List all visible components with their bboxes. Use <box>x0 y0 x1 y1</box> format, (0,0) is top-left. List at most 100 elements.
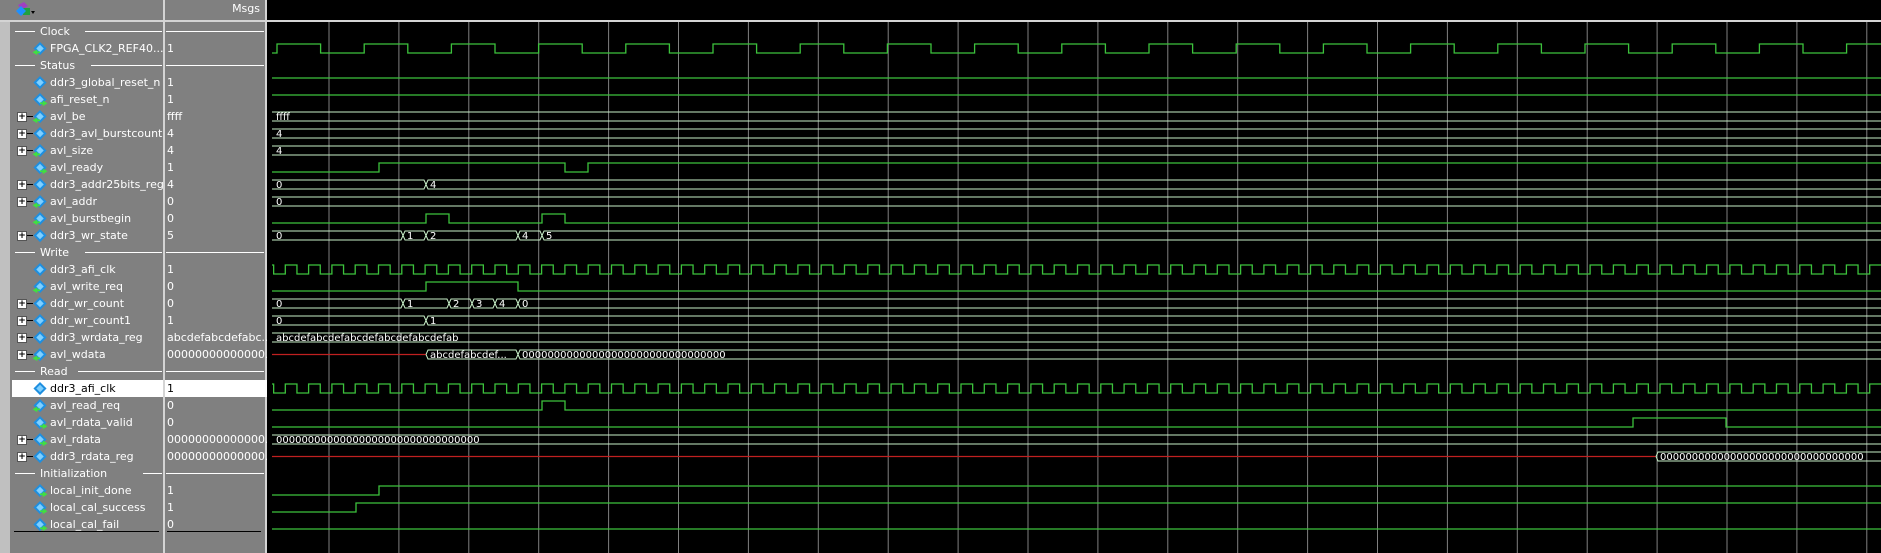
signal-icon <box>33 296 47 311</box>
expand-icon[interactable]: + <box>17 333 27 343</box>
signal-row[interactable]: + ddr3_wrdata_reg abcdefabcdefabc... <box>12 329 272 346</box>
signal-row[interactable]: local_init_done 1 <box>12 482 267 499</box>
signal-icon <box>33 126 47 141</box>
group-label: Status <box>40 59 76 72</box>
pane-divider[interactable] <box>265 0 267 553</box>
group-rule <box>15 252 35 253</box>
signal-row[interactable]: avl_ready 1 <box>12 159 267 176</box>
expand-icon[interactable]: + <box>17 180 27 190</box>
signal-row[interactable]: ddr3_global_reset_n 1 <box>12 74 267 91</box>
group-rule <box>166 31 264 32</box>
signal-row[interactable]: + avl_addr 0 <box>12 193 267 210</box>
signal-name: afi_reset_n <box>50 93 110 106</box>
left-gutter <box>0 22 10 553</box>
tree-connector <box>27 456 33 457</box>
signal-row[interactable]: avl_burstbegin 0 <box>12 210 267 227</box>
output-signal-icon <box>33 432 48 447</box>
signal-name: avl_addr <box>50 195 98 208</box>
signal-name: FPGA_CLK2_REF40... <box>50 42 164 55</box>
tree-connector <box>27 184 33 185</box>
signal-name: avl_burstbegin <box>50 212 132 225</box>
signal-row[interactable]: FPGA_CLK2_REF40... 1 <box>12 40 267 57</box>
group-status[interactable]: Status <box>12 57 267 74</box>
group-rule <box>15 31 35 32</box>
signal-row[interactable]: + ddr_wr_count 0 <box>12 295 267 312</box>
output-signal-icon <box>33 483 48 498</box>
signal-icon <box>33 228 47 243</box>
signal-name: ddr3_afi_clk <box>50 263 116 276</box>
expand-icon[interactable]: + <box>17 299 27 309</box>
signal-row[interactable]: avl_read_req 0 <box>12 397 267 414</box>
signal-name: ddr3_afi_clk <box>50 382 116 395</box>
signal-icon <box>33 330 47 345</box>
signal-name: avl_ready <box>50 161 104 174</box>
signal-row[interactable]: + ddr3_rdata_reg 00000000000000... <box>12 448 275 465</box>
bus-value: 3 <box>476 299 482 310</box>
signal-name: avl_write_req <box>50 280 123 293</box>
signal-row[interactable]: + avl_size 4 <box>12 142 267 159</box>
bus-value: 0 <box>276 316 282 327</box>
wave-tool-icon[interactable] <box>14 2 36 18</box>
bus-value: 1 <box>407 299 413 310</box>
signal-row[interactable]: local_cal_fail 0 <box>12 516 267 533</box>
signal-row[interactable]: afi_reset_n 1 <box>12 91 267 108</box>
signal-row[interactable]: avl_rdata_valid 0 <box>12 414 267 431</box>
expand-icon[interactable]: + <box>17 231 27 241</box>
group-read[interactable]: Read <box>12 363 267 380</box>
signal-list-header: Msgs <box>0 0 267 22</box>
signal-row[interactable]: + ddr_wr_count1 1 <box>12 312 267 329</box>
signal-name: avl_rdata <box>50 433 101 446</box>
signal-name: avl_be <box>50 110 86 123</box>
signal-name: ddr3_rdata_reg <box>50 450 134 463</box>
signal-value: 0 <box>167 416 174 429</box>
signal-row[interactable]: + ddr3_wr_state 5 <box>12 227 267 244</box>
group-initialization[interactable]: Initialization <box>12 465 267 482</box>
expand-icon[interactable]: + <box>17 112 27 122</box>
tree-connector <box>27 235 33 236</box>
signal-row[interactable]: avl_write_req 0 <box>12 278 267 295</box>
signal-row[interactable]: ddr3_afi_clk 1 <box>12 380 267 397</box>
signal-value: 00000000000000... <box>167 348 276 361</box>
input-signal-icon <box>32 194 47 209</box>
group-write[interactable]: Write <box>12 244 267 261</box>
input-signal-icon <box>32 398 47 413</box>
signal-row[interactable]: + ddr3_avl_burstcount 4 <box>12 125 267 142</box>
list-end-marker <box>14 531 159 532</box>
group-label: Read <box>40 365 68 378</box>
signal-row[interactable]: + avl_wdata 00000000000000... <box>12 346 275 363</box>
signal-row[interactable]: + avl_be ffff <box>12 108 267 125</box>
expand-icon[interactable]: + <box>17 435 27 445</box>
tree-connector <box>27 354 33 355</box>
signal-value: 1 <box>167 42 174 55</box>
group-rule <box>15 371 35 372</box>
expand-icon[interactable]: + <box>17 452 27 462</box>
expand-icon[interactable]: + <box>17 350 27 360</box>
bus-value: 2 <box>453 299 459 310</box>
signal-value: 1 <box>167 382 174 395</box>
signal-value: 00000000000000... <box>167 433 276 446</box>
expand-icon[interactable]: + <box>17 197 27 207</box>
group-label: Clock <box>40 25 70 38</box>
output-signal-icon <box>33 92 48 107</box>
bus-value: 00000000000000000000000000000000 <box>522 350 726 361</box>
signal-value: 1 <box>167 76 174 89</box>
signal-row[interactable]: local_cal_success 1 <box>12 499 267 516</box>
bus-value: 4 <box>276 129 282 140</box>
signal-name: ddr3_addr25bits_reg <box>50 178 164 191</box>
expand-icon[interactable]: + <box>17 316 27 326</box>
tree-connector <box>27 116 33 117</box>
column-divider[interactable] <box>163 0 165 553</box>
signal-row[interactable]: + ddr3_addr25bits_reg 4 <box>12 176 267 193</box>
signal-row[interactable]: + avl_rdata 00000000000000... <box>12 431 275 448</box>
expand-icon[interactable]: + <box>17 146 27 156</box>
signal-row[interactable]: ddr3_afi_clk 1 <box>12 261 267 278</box>
signal-value: 0 <box>167 195 174 208</box>
output-signal-icon <box>33 160 48 175</box>
signal-value: 4 <box>167 127 174 140</box>
group-clock[interactable]: Clock <box>12 23 267 40</box>
input-signal-icon <box>32 347 47 362</box>
expand-icon[interactable]: + <box>17 129 27 139</box>
waveform-header <box>267 0 1881 22</box>
